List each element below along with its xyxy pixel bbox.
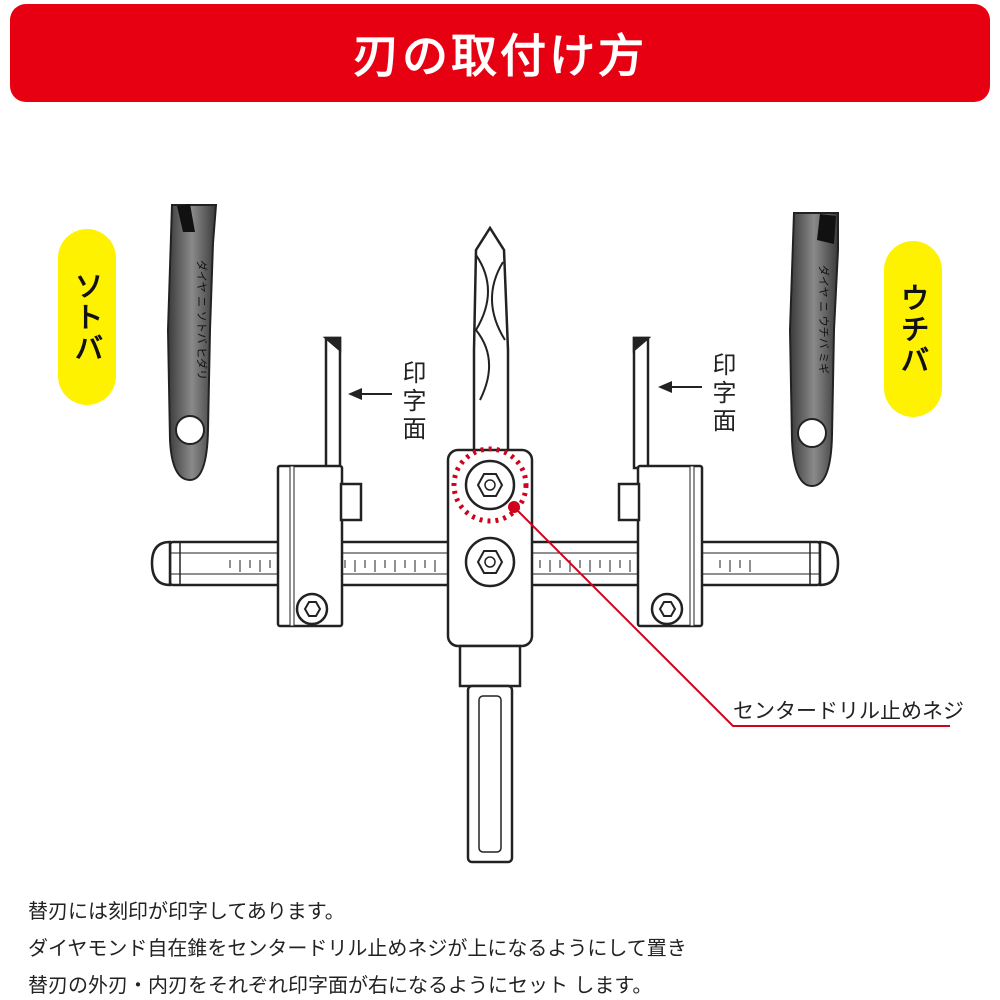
print-face-label-left: 印字面 [398, 360, 426, 444]
outer-blade-photo: ダイヤ ニ ソトバ ヒダリ [166, 204, 218, 482]
arm-scale [229, 560, 751, 572]
print-face-arrow-right [658, 381, 702, 393]
inner-blade-photo: ダイヤ ニ ウチバ ミギ [788, 212, 839, 488]
screw-highlight-circle [451, 446, 529, 524]
print-face-arrow-left [348, 388, 392, 400]
outer-blade-label: ソトバ [70, 270, 104, 364]
center-screw-callout: センタードリル止めネジ [733, 699, 964, 723]
left-blade-holder [276, 336, 363, 628]
print-face-label-right: 印字面 [708, 352, 736, 436]
page-title: 刃の取付け方 [353, 29, 647, 83]
outer-blade-label-badge: ソトバ [58, 229, 116, 405]
shank [466, 684, 514, 864]
title-banner: 刃の取付け方 [10, 4, 990, 102]
right-blade-holder [617, 336, 704, 628]
inner-blade-label-badge: ウチバ [884, 241, 942, 417]
instruction-line-3: 替刃の外刃・内刃をそれぞれ印字面が右になるようにセット します。 [28, 973, 653, 997]
instruction-line-2: ダイヤモンド自在錐をセンタードリル止めネジが上になるようにして置き [28, 936, 687, 960]
inner-blade-engraving: ダイヤ ニ ウチバ ミギ [817, 265, 831, 374]
central-body [446, 448, 534, 688]
instruction-line-1: 替刃には刻印が印字してあります。 [28, 899, 345, 923]
callout-leader [513, 506, 950, 727]
center-drill [472, 225, 510, 454]
inner-blade-label: ウチバ [896, 282, 930, 376]
outer-blade-engraving: ダイヤ ニ ソトバ ヒダリ [195, 260, 209, 380]
